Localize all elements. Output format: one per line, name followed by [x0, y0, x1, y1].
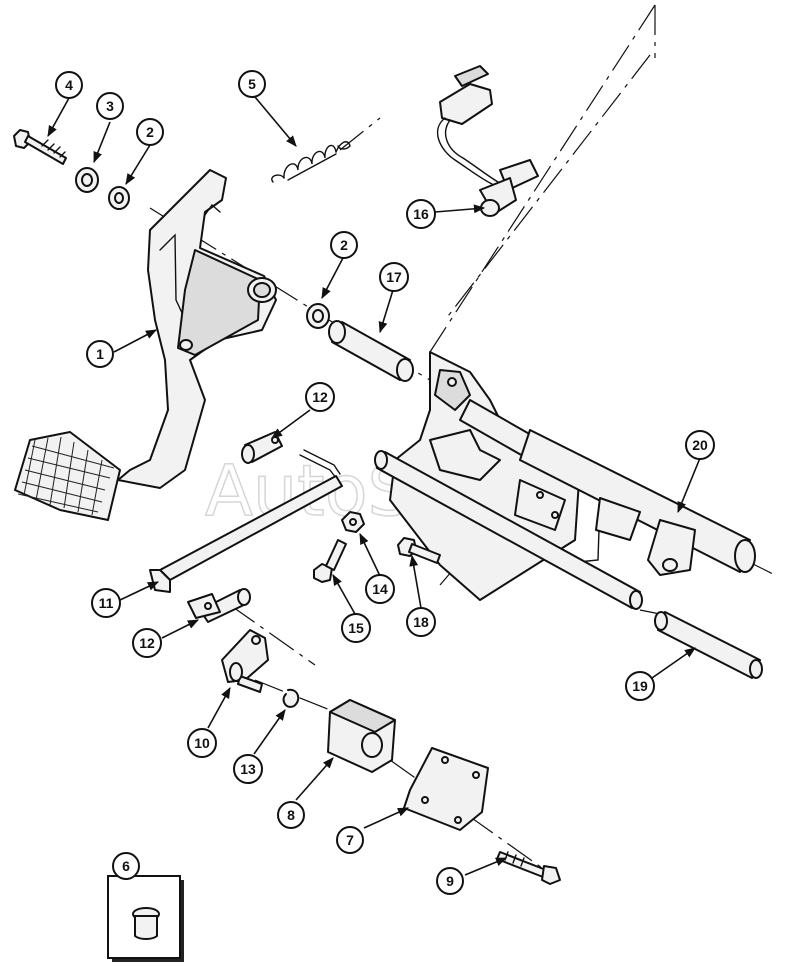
pedal-pad: [14, 431, 121, 521]
spring-part-5: [271, 141, 351, 183]
sensor-part-16: [436, 65, 539, 217]
callout-13: 13: [233, 754, 263, 784]
bolt-part-4: [13, 129, 67, 165]
svg-text:2: 2: [340, 237, 348, 253]
screw-part-9: [496, 851, 561, 885]
svg-text:8: 8: [287, 807, 295, 823]
callout-8: 8: [277, 801, 305, 829]
pedal-arm-part-1: [117, 169, 277, 489]
snap-ring-part-13: [282, 688, 300, 708]
bolt-part-18: [397, 537, 441, 564]
bushing-part-17: [328, 320, 414, 382]
washer-part-3: [75, 167, 99, 193]
svg-text:10: 10: [194, 735, 210, 751]
callout-5: 5: [238, 70, 266, 98]
svg-text:9: 9: [446, 873, 454, 889]
cross-shaft-part-20: [519, 429, 756, 576]
callout-11: 11: [91, 588, 121, 618]
svg-text:1: 1: [96, 346, 104, 362]
svg-text:18: 18: [413, 614, 429, 630]
inset-part-6: [107, 875, 184, 962]
callout-3: 3: [96, 92, 124, 120]
callout-1: 1: [86, 340, 114, 368]
callout-6: 6: [112, 852, 140, 880]
callout-10: 10: [187, 728, 217, 758]
svg-text:6: 6: [122, 858, 130, 874]
callout-2-top: 2: [136, 118, 164, 146]
bolt-part-15: [313, 539, 347, 583]
callout-16: 16: [406, 199, 436, 229]
callout-17: 17: [379, 262, 409, 292]
svg-text:20: 20: [692, 437, 708, 453]
svg-text:17: 17: [386, 269, 402, 285]
plate-part-7: [403, 747, 489, 831]
clevis-pin-part-12-bottom: [187, 588, 251, 623]
svg-text:13: 13: [240, 761, 256, 777]
callout-14: 14: [365, 574, 395, 604]
svg-text:7: 7: [346, 832, 354, 848]
svg-text:12: 12: [139, 635, 155, 651]
svg-text:16: 16: [413, 206, 429, 222]
callout-2-middle: 2: [330, 231, 358, 259]
svg-text:15: 15: [348, 620, 364, 636]
svg-text:14: 14: [372, 581, 388, 597]
svg-text:11: 11: [99, 595, 114, 611]
washer-part-2-right: [306, 303, 330, 329]
callout-9: 9: [436, 867, 464, 895]
svg-text:12: 12: [312, 389, 328, 405]
callout-12-bottom: 12: [132, 628, 162, 658]
callout-18: 18: [406, 607, 436, 637]
svg-text:4: 4: [65, 77, 73, 93]
rod-part-19: [374, 450, 763, 679]
callout-20: 20: [685, 430, 715, 460]
clevis-arm-part-10: [221, 629, 269, 693]
callout-15: 15: [341, 613, 371, 643]
washer-part-2-left: [108, 186, 130, 210]
inset-frame: [107, 875, 181, 959]
svg-text:2: 2: [146, 124, 154, 140]
nut-part-14: [341, 511, 365, 533]
callout-19: 19: [625, 671, 655, 701]
svg-text:3: 3: [106, 98, 114, 114]
svg-text:19: 19: [632, 678, 648, 694]
block-part-8: [327, 699, 396, 773]
callout-4: 4: [55, 71, 83, 99]
callout-12-top: 12: [305, 382, 335, 412]
leader-lines: [47, 96, 701, 876]
svg-text:5: 5: [248, 76, 256, 92]
callout-7: 7: [336, 826, 364, 854]
